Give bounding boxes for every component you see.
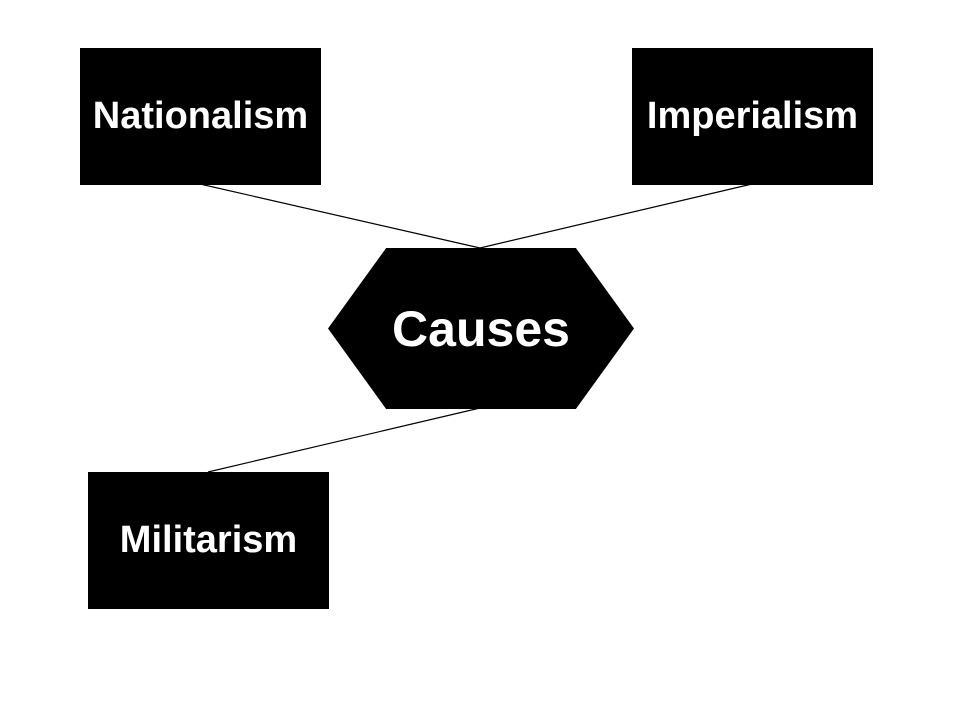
- node-imperialism-label: Imperialism: [646, 95, 859, 137]
- center-hexagon-causes: Causes: [328, 248, 634, 409]
- node-militarism: Militarism: [88, 472, 329, 609]
- node-militarism-label: Militarism: [119, 519, 298, 561]
- connector-nationalism-causes: [199, 183, 481, 249]
- connector-causes-militarism: [207, 407, 481, 473]
- node-imperialism: Imperialism: [632, 48, 873, 185]
- connector-imperialism-causes: [479, 183, 753, 249]
- node-nationalism: Nationalism: [80, 48, 321, 185]
- center-label: Causes: [392, 300, 570, 357]
- node-nationalism-label: Nationalism: [92, 95, 309, 137]
